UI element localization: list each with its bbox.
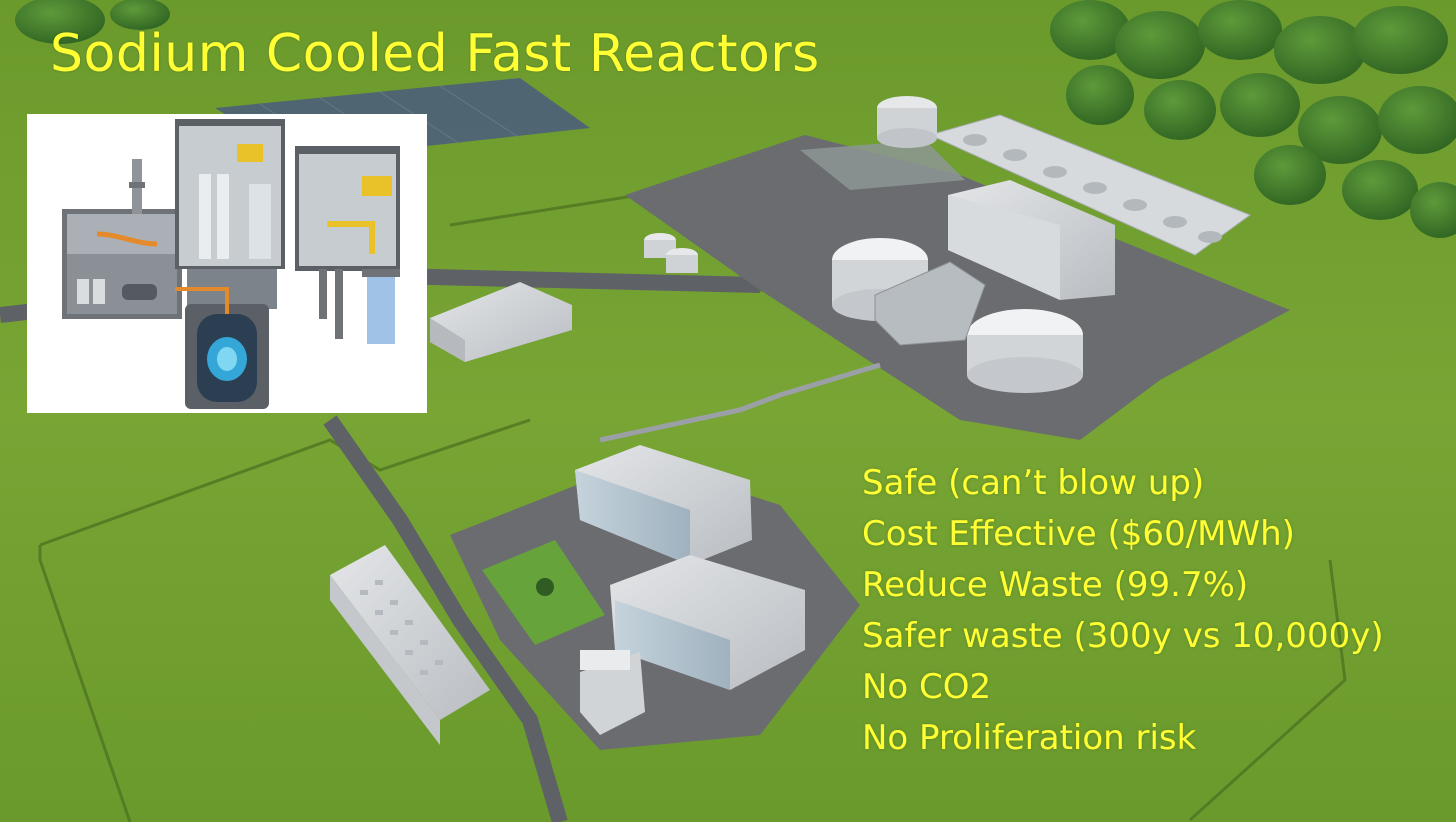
reactor-cutaway-diagram: [27, 114, 427, 413]
benefit-item: Safe (can’t blow up): [862, 463, 1205, 503]
pipe-corridor: [599, 362, 881, 443]
benefit-item: Safer waste (300y vs 10,000y): [862, 616, 1384, 656]
benefits-list: Safe (can’t blow up) Cost Effective ($60…: [862, 458, 1384, 764]
warehouse: [430, 282, 572, 362]
benefit-item: No CO2: [862, 667, 992, 707]
benefit-item: No Proliferation risk: [862, 718, 1197, 758]
salt-storage-tanks: [832, 238, 1083, 393]
heat-exchanger: [874, 261, 986, 346]
benefit-item: Reduce Waste (99.7%): [862, 565, 1249, 605]
benefit-item: Cost Effective ($60/MWh): [862, 514, 1295, 554]
tree-cluster: [15, 0, 1456, 238]
fuel-building: [330, 545, 490, 720]
slide-title: Sodium Cooled Fast Reactors: [50, 24, 820, 84]
